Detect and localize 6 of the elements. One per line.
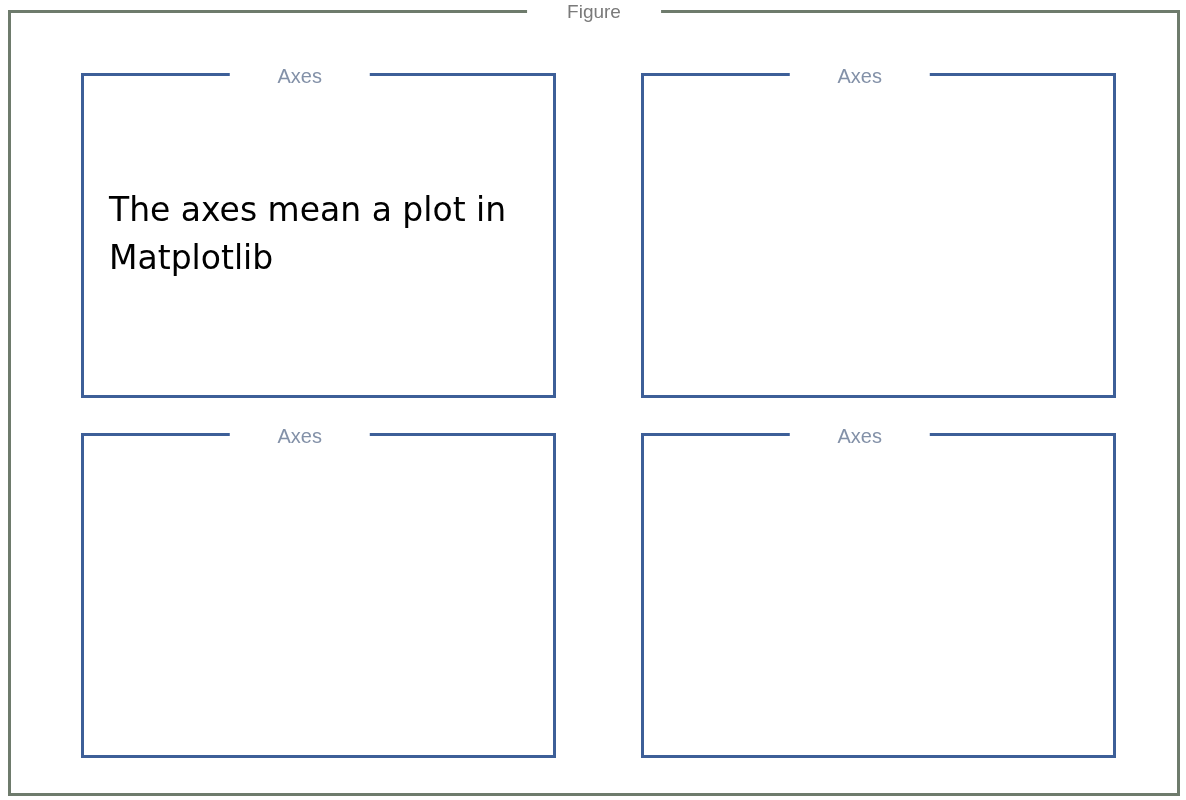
figure-title: Figure bbox=[527, 2, 661, 21]
annotation-text: The axes mean a plot in Matplotlib bbox=[109, 189, 508, 279]
axes-title: Axes bbox=[789, 426, 930, 446]
axes-title: Axes bbox=[789, 66, 930, 86]
axes-title: Axes bbox=[229, 426, 370, 446]
axes-title: Axes bbox=[229, 66, 370, 86]
